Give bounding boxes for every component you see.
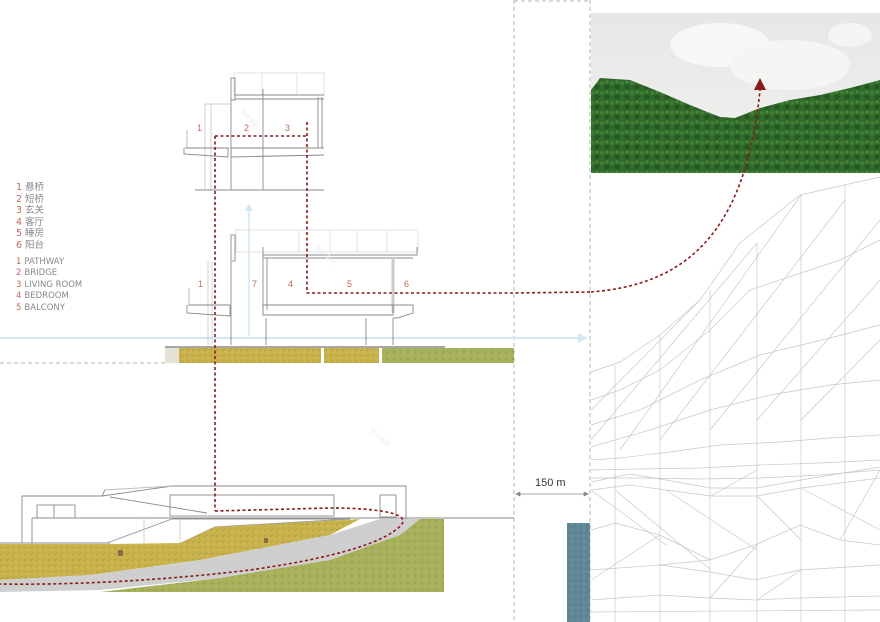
grass-strip (165, 348, 514, 363)
room-label: 7 (252, 279, 258, 289)
room-label: 4 (288, 279, 294, 289)
upper-building-section (183, 72, 325, 191)
forest-photo (591, 13, 880, 173)
room-label: 1 (198, 279, 204, 289)
room-label: 5 (347, 279, 353, 289)
watermark: 知末案例 知末案例 知末案例 (239, 108, 392, 449)
water-strip (567, 523, 590, 622)
lower-building-section (165, 229, 445, 348)
scale-dimension (515, 491, 589, 497)
scale-label: 150 m (535, 477, 566, 489)
elevation-building (0, 485, 514, 544)
route-path (0, 89, 761, 585)
destination-arrow-icon (754, 78, 766, 90)
room-label: 1 (197, 123, 203, 133)
svg-text:知末案例: 知末案例 (369, 426, 392, 449)
elevation-landscape (0, 519, 444, 592)
horizon-line (0, 203, 588, 343)
terrain-mesh (590, 176, 880, 622)
room-label: 3 (285, 123, 291, 133)
svg-text:知末案例: 知末案例 (239, 108, 262, 131)
room-label: 2 (244, 123, 250, 133)
room-label: 6 (404, 279, 410, 289)
